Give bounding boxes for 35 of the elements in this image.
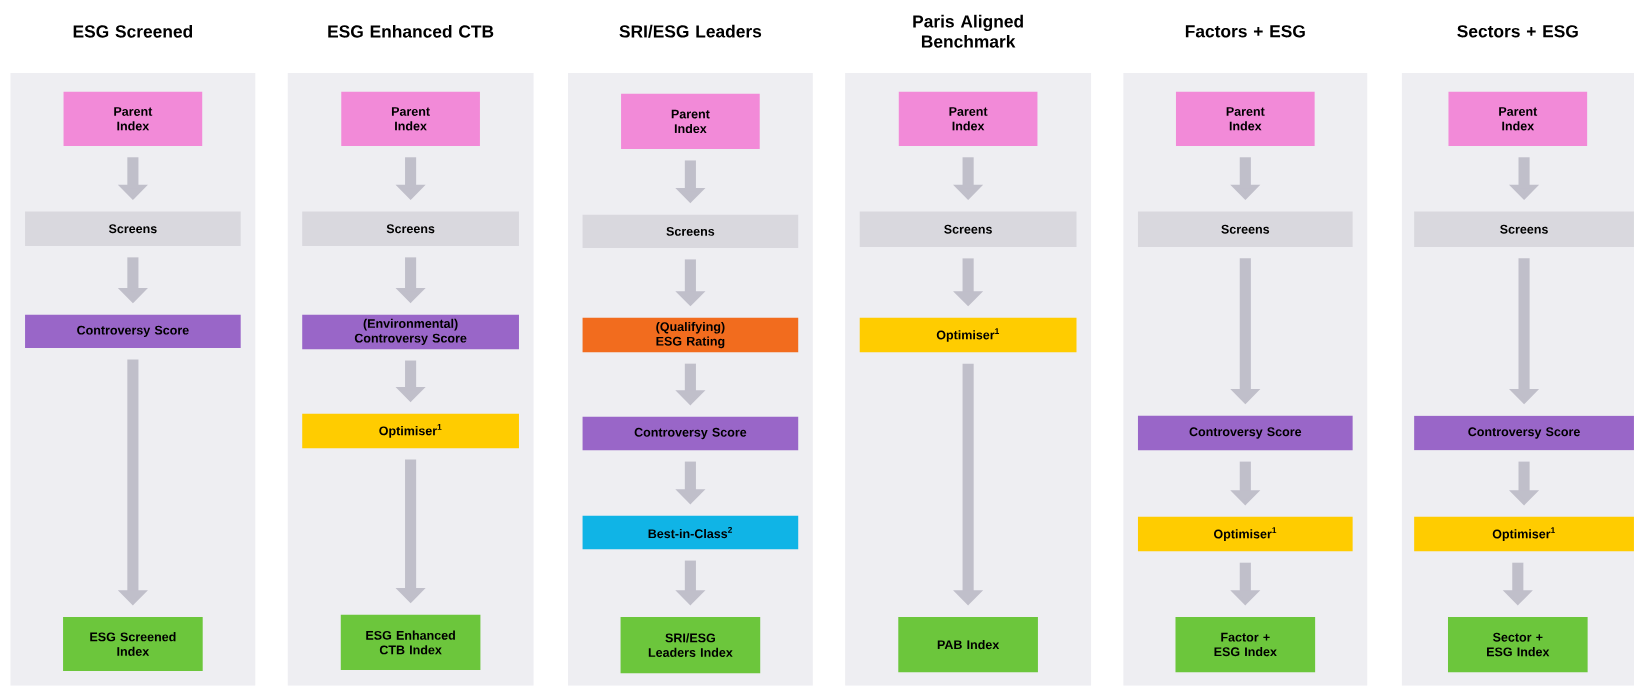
step-box: Screens	[25, 211, 241, 247]
step-box: Optimiser$^{1}$	[1414, 517, 1634, 552]
index-box: Parent Index	[63, 91, 203, 147]
index-box: Parent Index	[898, 91, 1038, 147]
step-box: Controversy Score	[1137, 415, 1353, 451]
result-box: ESG Enhanced CTB Index	[340, 614, 481, 671]
step-box: Controversy Score	[582, 417, 799, 451]
index-box: Parent Index	[341, 91, 480, 147]
step-box: Screens	[1137, 211, 1353, 248]
step-box: Optimiser$^{1}$	[859, 317, 1077, 353]
step-box: (Qualifying) ESG Rating	[582, 317, 799, 353]
index-box: Parent Index	[1175, 91, 1315, 147]
column-title: ESG Enhanced CTB	[328, 25, 494, 38]
column-title: Paris Aligned Benchmark	[913, 14, 1023, 48]
result-box: Sector + ESG Index	[1448, 617, 1588, 673]
column-title: SRI/ESG Leaders	[619, 24, 762, 38]
step-box: Best-in-Class$^{2}$	[582, 516, 799, 550]
index-box: Parent Index	[1448, 91, 1588, 147]
result-box: PAB Index	[898, 617, 1038, 673]
step-box: Screens	[302, 211, 519, 247]
step-box: (Environmental) Controversy Score	[302, 314, 519, 350]
step-box: Screens	[1414, 211, 1634, 248]
column-title: Sectors + ESG	[1457, 25, 1578, 38]
result-box: SRI/ESG Leaders Index	[620, 617, 761, 674]
result-box: Factor + ESG Index	[1175, 617, 1316, 673]
index-box: Parent Index	[621, 93, 760, 150]
step-box: Optimiser$^{1}$	[302, 413, 519, 449]
step-box: Screens	[859, 211, 1077, 248]
result-box: ESG Screened Index	[63, 617, 203, 672]
column-title: Factors + ESG	[1185, 25, 1305, 38]
step-box: Screens	[582, 214, 799, 249]
step-box: Controversy Score	[25, 314, 241, 349]
step-box: Controversy Score	[1414, 415, 1634, 451]
column-title: ESG Screened	[73, 25, 193, 38]
step-box: Optimiser$^{1}$	[1137, 517, 1353, 552]
